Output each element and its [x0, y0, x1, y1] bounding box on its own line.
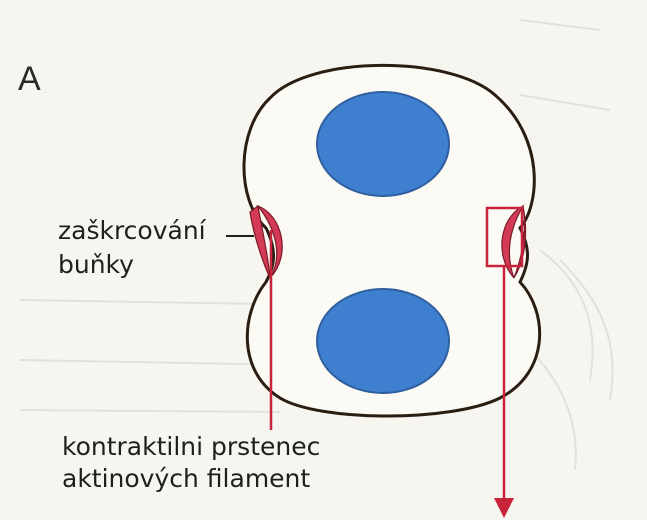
- zoom-arrow-head: [494, 498, 514, 518]
- nucleus-lower: [317, 289, 449, 393]
- panel-letter: A: [18, 64, 41, 94]
- constriction-label-line2: buňky: [58, 250, 134, 280]
- nucleus-upper: [317, 92, 449, 196]
- constriction-label-line1: zaškrcování: [58, 216, 206, 246]
- contractile-ring-label-line1: kontraktilni prstenec: [62, 432, 320, 462]
- contractile-ring-label-line2: aktinových filament: [62, 464, 310, 494]
